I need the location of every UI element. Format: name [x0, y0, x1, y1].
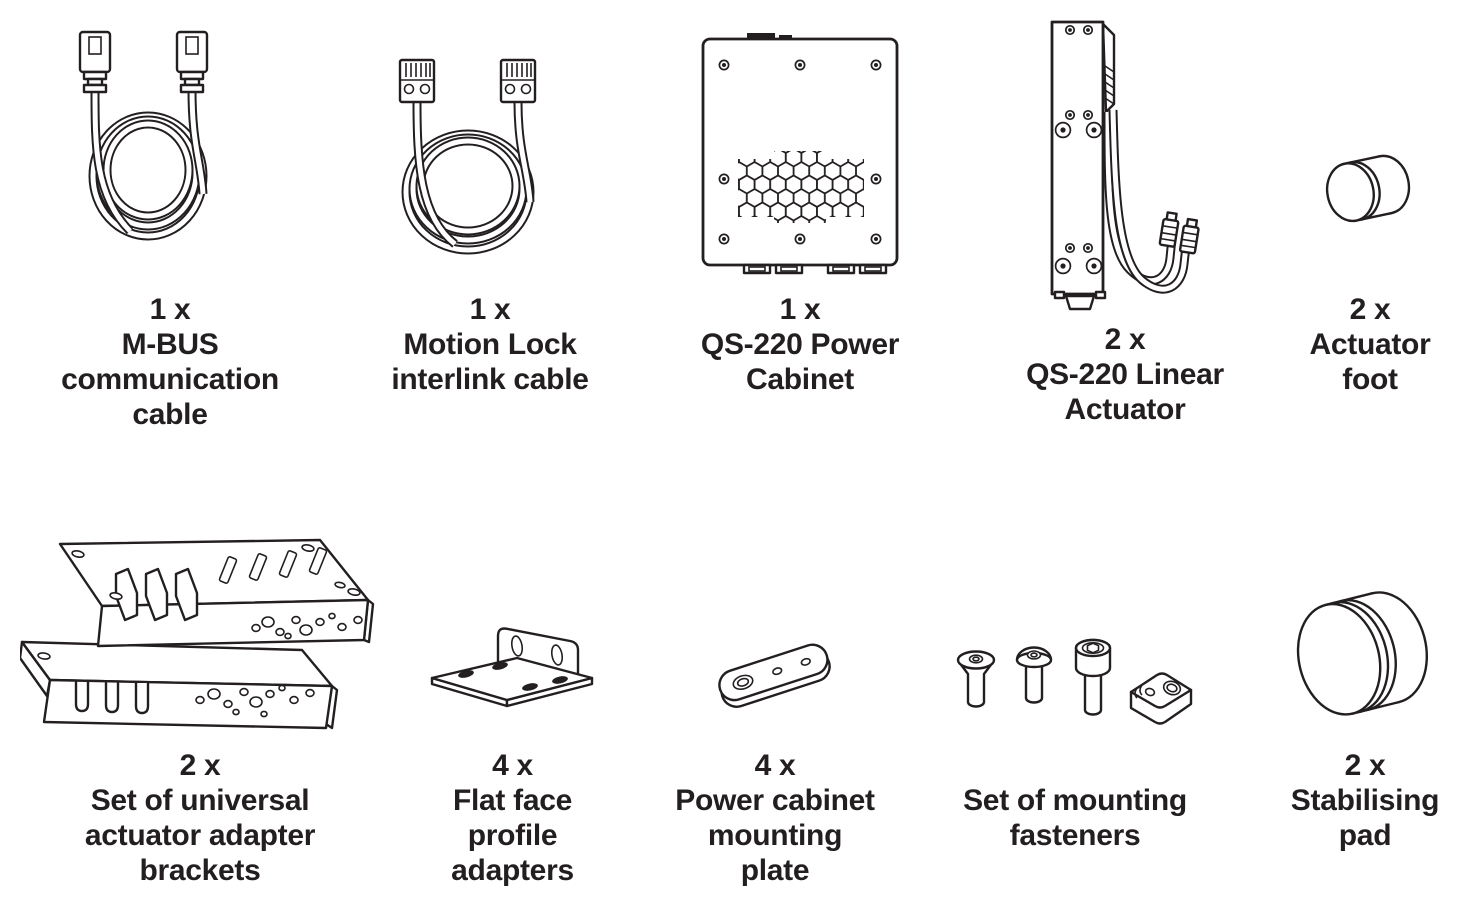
- item-quantity: 2 x: [179, 749, 221, 782]
- button-head-screw: [1015, 646, 1053, 704]
- stabilising-pad-icon: [1296, 591, 1429, 716]
- item-card-profile-adapter: 4 x Flat face profile adapters: [395, 522, 630, 888]
- coiled-cable-rj45-icon: [78, 30, 209, 241]
- item-card-mbus-cable: 1 x M-BUS communication cable: [30, 0, 310, 432]
- coiled-cable-pin-connector-icon: [398, 58, 537, 255]
- item-illustration: [920, 522, 1230, 748]
- item-quantity: 4 x: [754, 749, 796, 782]
- item-name: Power cabinet mounting plate: [675, 784, 875, 887]
- upper-bracket: [58, 538, 375, 648]
- item-card-mounting-plate: 4 x Power cabinet mounting plate: [645, 522, 905, 888]
- item-name: Set of mounting fasteners: [963, 784, 1187, 852]
- item-illustration: [1250, 522, 1460, 748]
- item-quantity: 1 x: [149, 293, 191, 326]
- t-slot-nut: [1129, 672, 1193, 725]
- item-illustration: [1280, 0, 1460, 292]
- item-name: Stabilising pad: [1290, 784, 1440, 852]
- item-quantity: 1 x: [469, 293, 511, 326]
- cylinder-foot-icon: [1325, 154, 1411, 223]
- item-quantity: 2 x: [1344, 749, 1386, 782]
- item-illustration: [645, 522, 905, 748]
- cable-connector: [1178, 217, 1200, 255]
- item-card-stabilising-pad: 2 x Stabilising pad: [1250, 522, 1460, 853]
- item-label: 2 x QS-220 Linear Actuator: [970, 322, 1280, 427]
- item-quantity: 2 x: [1104, 323, 1146, 356]
- adapter-brackets-icon: [20, 538, 375, 730]
- item-label: 2 x Stabilising pad: [1250, 748, 1460, 853]
- item-illustration: [330, 0, 650, 292]
- item-name: Set of universal actuator adapter bracke…: [84, 784, 316, 887]
- item-label: 1 x QS-220 Power Cabinet: [650, 292, 950, 397]
- lower-bracket: [20, 640, 339, 730]
- item-illustration: [395, 522, 630, 748]
- item-name: Flat face profile adapters: [451, 784, 574, 887]
- item-illustration: [20, 522, 380, 748]
- item-label: 2 x Set of universal actuator adapter br…: [20, 748, 380, 888]
- item-label: 4 x Flat face profile adapters: [395, 748, 630, 888]
- item-card-motion-lock-cable: 1 x Motion Lock interlink cable: [330, 0, 650, 397]
- item-label: 4 x Power cabinet mounting plate: [645, 748, 905, 888]
- item-card-linear-actuator: 2 x QS-220 Linear Actuator: [970, 0, 1280, 427]
- power-cabinet-icon: [701, 33, 899, 275]
- item-quantity: 2 x: [1349, 293, 1391, 326]
- item-name: Motion Lock interlink cable: [391, 328, 589, 396]
- angle-bracket-icon: [430, 627, 594, 708]
- socket-cap-screw: [1074, 638, 1112, 716]
- fasteners-icon: [956, 638, 1193, 725]
- item-card-adapter-brackets: 2 x Set of universal actuator adapter br…: [20, 522, 380, 888]
- item-name: M-BUS communication cable: [61, 328, 279, 431]
- item-quantity: 4 x: [492, 749, 533, 782]
- item-label: Set of mounting fasteners: [920, 748, 1230, 853]
- item-illustration: [650, 0, 950, 292]
- item-name: QS-220 Linear Actuator: [1026, 358, 1224, 426]
- item-illustration: [970, 0, 1280, 322]
- item-quantity: [920, 748, 1230, 783]
- hex-vent-pattern: [738, 159, 776, 217]
- item-card-actuator-foot: 2 x Actuator foot: [1280, 0, 1460, 397]
- cable-connector: [1158, 211, 1180, 248]
- item-name: QS-220 Power Cabinet: [700, 328, 900, 396]
- item-name: Actuator foot: [1309, 328, 1431, 396]
- mounting-plate-icon: [717, 643, 831, 708]
- item-label: 2 x Actuator foot: [1280, 292, 1460, 397]
- countersunk-screw: [956, 650, 996, 708]
- item-quantity: 1 x: [779, 293, 821, 326]
- linear-actuator-icon: [1050, 20, 1200, 311]
- item-card-power-cabinet: 1 x QS-220 Power Cabinet: [650, 0, 950, 397]
- item-label: 1 x Motion Lock interlink cable: [330, 292, 650, 397]
- item-card-fasteners: Set of mounting fasteners: [920, 522, 1230, 853]
- item-label: 1 x M-BUS communication cable: [30, 292, 310, 432]
- item-illustration: [30, 0, 310, 292]
